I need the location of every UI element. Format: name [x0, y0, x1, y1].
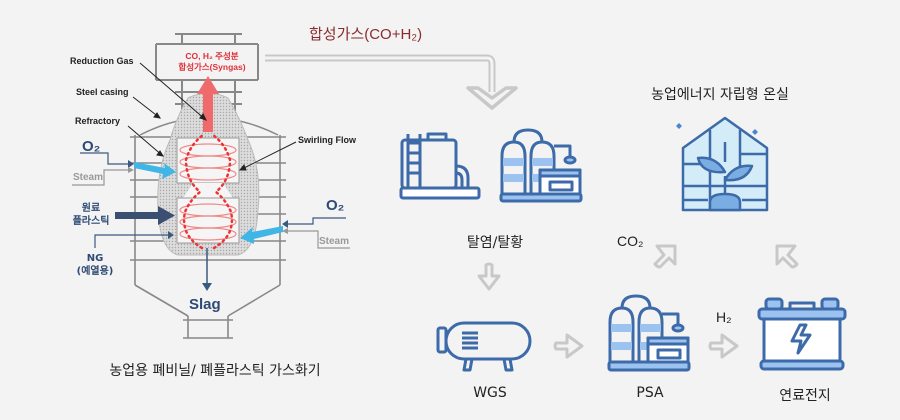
label-o2-right: O₂ — [326, 197, 345, 214]
o2-right-arrow — [240, 226, 283, 244]
label-refractory: Refractory — [75, 116, 121, 126]
co2-label: CO₂ — [617, 233, 644, 249]
raw-plastic-line2: 플라스틱 — [72, 216, 110, 227]
label-steam-left: Steam — [73, 172, 104, 183]
label-steel-casing: Steel casing — [76, 87, 129, 97]
step-label-fuel-cell: 연료전지 — [779, 388, 831, 404]
o2-left-arrow — [134, 162, 176, 179]
lower-chamber — [176, 197, 240, 244]
desalting-plant-icon — [499, 128, 583, 203]
slag-arrow — [202, 248, 212, 291]
label-syngas-composition: CO, H₂ 주성분 합성가스(Syngas) — [172, 51, 252, 73]
ng-line1: NG — [86, 253, 104, 264]
arrow-right-h2-icon — [708, 333, 739, 359]
syngas-pipe-arrowhead — [466, 86, 518, 110]
greenhouse-title: 농업에너지 자립형 온실 — [651, 87, 789, 103]
ng-line — [94, 231, 174, 248]
syngas-pipe — [265, 54, 496, 92]
step-label-wgs: WGS — [473, 385, 507, 401]
syngas-up-arrow — [197, 76, 219, 132]
syngas-line1: CO, H₂ 주성분 — [185, 51, 239, 61]
label-ng: NG (예열용) — [70, 252, 120, 278]
fuel-cell-battery-icon — [757, 297, 847, 371]
step-label-desalting: 탈염/탈황 — [466, 235, 524, 251]
syngas-line2: 합성가스(Syngas) — [178, 62, 246, 72]
raw-plastic-line1: 원료 — [81, 203, 101, 214]
left-inlet — [72, 152, 176, 186]
gasifier-caption: 농업용 폐비닐/ 폐플라스틱 가스화기 — [109, 363, 321, 379]
ng-line2: (예열용) — [76, 266, 114, 277]
arrow-up-left-icon — [775, 244, 799, 269]
right-inlet — [240, 217, 350, 249]
label-slag: Slag — [189, 296, 221, 313]
arrow-up-right-icon — [653, 244, 677, 269]
gasifier-diagram — [72, 33, 518, 339]
label-reduction-gas: Reduction Gas — [70, 56, 134, 66]
greenhouse-icon — [676, 116, 769, 212]
psa-plant-icon — [607, 294, 691, 372]
label-steam-right: Steam — [319, 236, 350, 247]
step-label-psa: PSA — [636, 385, 664, 401]
h2-label: H₂ — [716, 309, 732, 325]
label-swirling-flow: Swirling Flow — [298, 135, 356, 145]
swirling-flow — [179, 143, 237, 241]
label-o2-left: O₂ — [82, 138, 101, 155]
wgs-compressor-icon — [436, 321, 532, 372]
label-raw-plastic: 원료 플라스틱 — [66, 202, 116, 228]
syngas-flow-label: 합성가스(CO+H₂) — [309, 26, 423, 43]
flow-dots — [182, 133, 234, 250]
desalting-tank-icon — [399, 132, 481, 200]
raw-plastic-arrow — [115, 206, 175, 225]
arrow-right-icon — [553, 333, 584, 359]
arrow-down-icon — [477, 262, 501, 291]
